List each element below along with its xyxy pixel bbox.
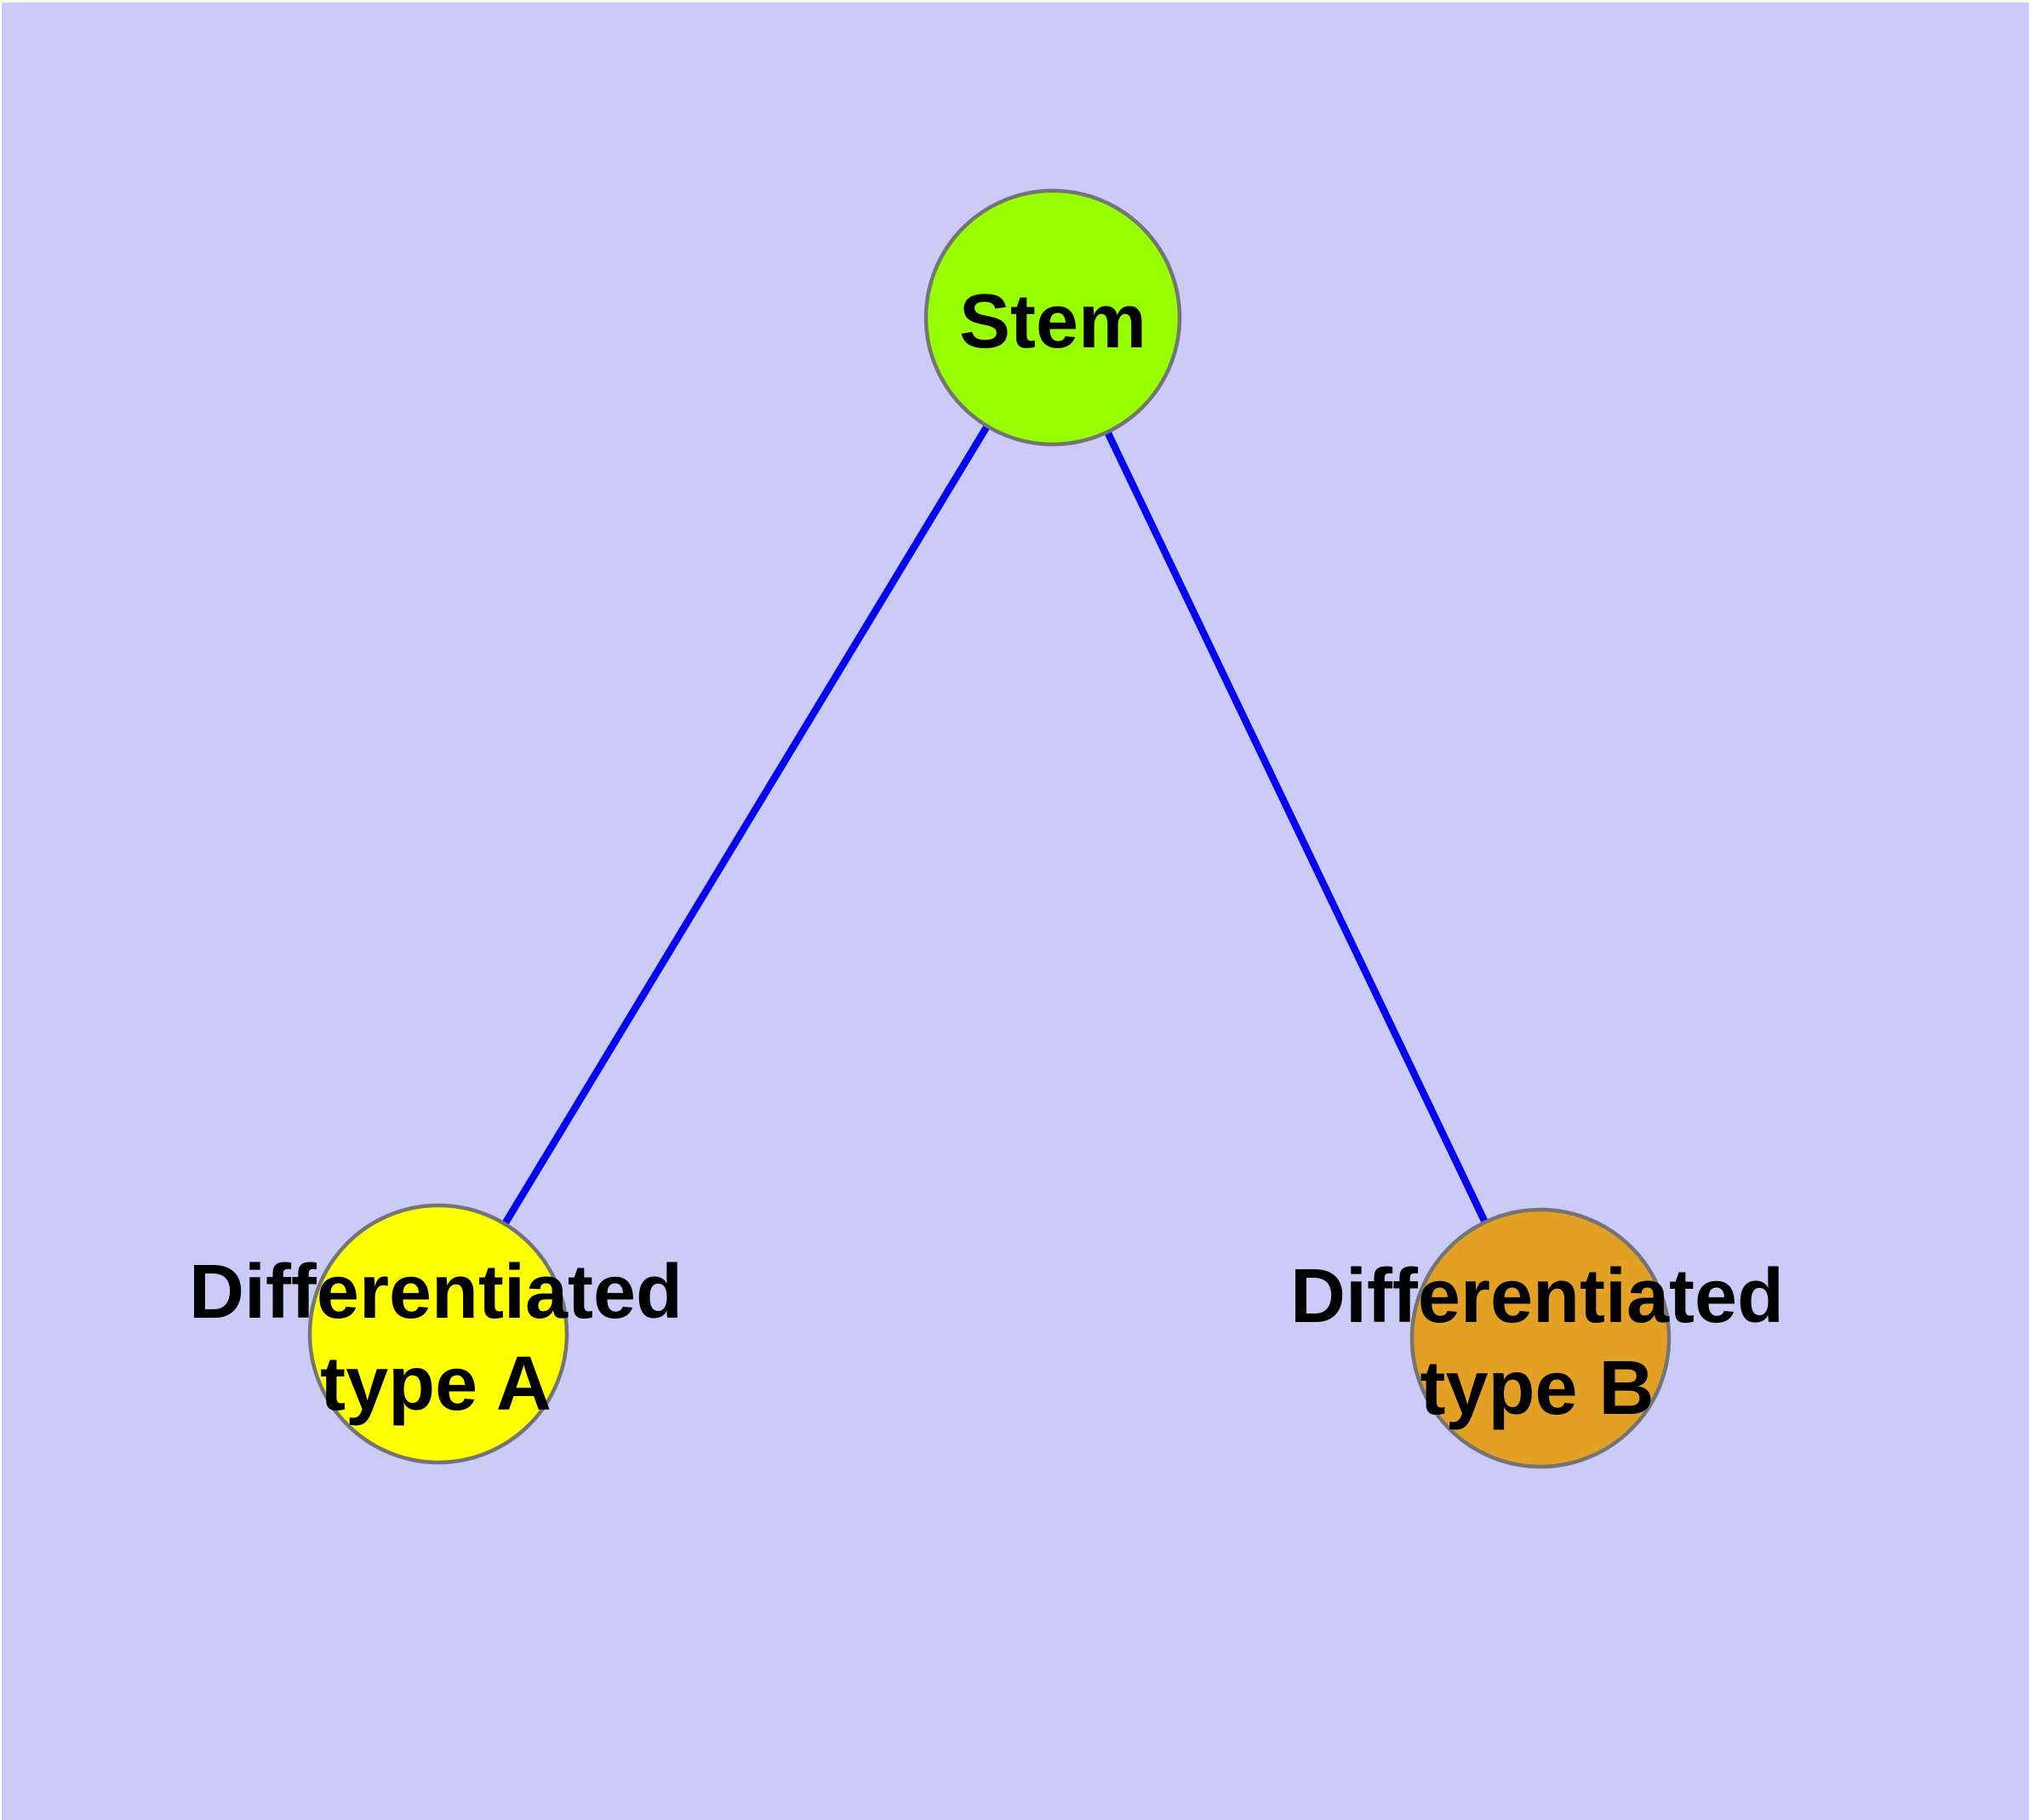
differentiated-type-b-node	[1409, 1207, 1672, 1469]
type-a-label-line2: type A	[320, 1342, 552, 1427]
type-b-label-line2: type B	[1420, 1346, 1654, 1431]
stem-node-label: Stem	[959, 279, 1146, 364]
type-b-label-line1: Differentiated	[1290, 1254, 1784, 1339]
edge-stem-to-type-a	[435, 315, 1056, 1336]
type-a-label-line1: Differentiated	[189, 1250, 683, 1335]
differentiated-type-a-node	[307, 1203, 569, 1465]
stem-node	[923, 188, 1182, 447]
edge-stem-to-type-b	[1049, 316, 1544, 1340]
